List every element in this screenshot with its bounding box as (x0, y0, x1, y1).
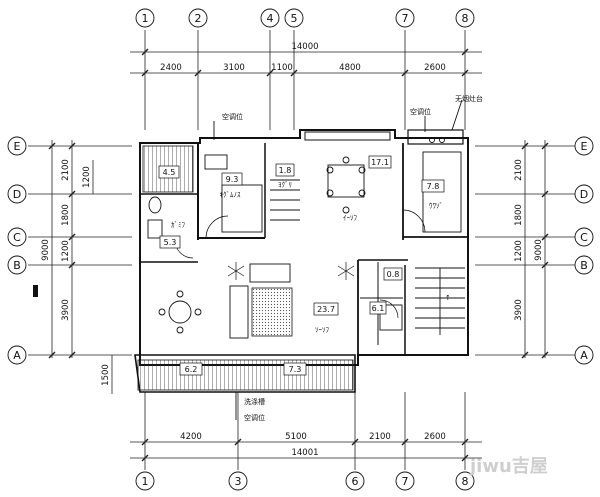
dim-bottom-1: 5100 (285, 432, 307, 442)
room-area-boxes (158, 155, 445, 376)
axis-top-2: 2 (195, 12, 202, 25)
axis-left-C: C (13, 231, 21, 244)
axis-left-A: A (13, 349, 21, 362)
dim-left-total: 9000 (41, 239, 51, 261)
left-marker (33, 285, 38, 297)
stair-arrow: ↑ (445, 294, 451, 302)
callouts: 空调位 空调位 无烟灶台 洗涤槽 空调位 ↑ (222, 94, 483, 422)
furniture (147, 99, 465, 420)
dim-top-2: 1100 (271, 63, 293, 73)
axis-top-4: 4 (267, 12, 274, 25)
axis-bottom-3: 3 (235, 475, 242, 488)
dim-bottom-2: 2100 (369, 432, 391, 442)
dim-right-2: 1200 (514, 240, 524, 262)
area-wc: 6.1 (372, 304, 385, 313)
axis-top-1: 1 (142, 12, 149, 25)
room-name-bedroom: ｷｸﾞﾑﾉｽ (220, 191, 241, 199)
area-kitchen: 7.8 (427, 182, 440, 191)
dim-right-1: 1800 (514, 204, 524, 226)
dim-right-3: 3900 (514, 299, 524, 321)
walls (134, 129, 469, 393)
room-name-dining: ｲｰｿﾌ (343, 214, 357, 222)
dim-left-1: 1800 (61, 204, 71, 226)
area-balcony-left: 6.2 (185, 365, 198, 374)
dim-left-balcony: 1500 (101, 364, 111, 386)
axis-top-5: 5 (291, 12, 298, 25)
dim-left-inner: 1200 (82, 166, 92, 188)
ac-top-right-label: 空调位 (410, 107, 431, 116)
dim-left-2: 1200 (61, 240, 71, 262)
dim-bottom-total: 14001 (291, 448, 318, 458)
axis-bottom-6: 6 (352, 475, 359, 488)
area-living: 23.7 (317, 305, 335, 314)
area-bath: 5.3 (164, 238, 177, 247)
room-areas: 4.5 9.3 1.8 17.1 7.8 5.3 0.8 6.1 23.7 6.… (163, 158, 440, 374)
area-balcony-right: 7.3 (289, 365, 302, 374)
area-stair-small: 1.8 (279, 166, 292, 175)
room-name-living: ｿｰｿﾌ (315, 326, 329, 334)
axis-top-7: 7 (402, 12, 409, 25)
room-name-kitchen: ｳﾜｿﾞ (429, 202, 443, 210)
area-storage: 4.5 (163, 168, 176, 177)
dim-top-4: 2600 (424, 63, 446, 73)
dim-top-3: 4800 (339, 63, 361, 73)
watermark: jiwu吉屋 (469, 455, 548, 477)
axis-right-B: B (580, 259, 588, 272)
dim-left-3: 3900 (61, 299, 71, 321)
axis-left-D: D (13, 188, 21, 201)
ac-top-label: 空调位 (222, 112, 243, 121)
dimension-lines (28, 30, 575, 470)
axis-right-A: A (580, 349, 588, 362)
dim-top-total: 14000 (291, 42, 318, 52)
dim-bottom-3: 2600 (424, 432, 446, 442)
ac-bottom-label: 空调位 (244, 413, 265, 422)
axis-labels: 1 2 4 5 7 8 1 3 6 7 8 E D C B A E D C B … (13, 12, 588, 488)
dim-top-0: 2400 (160, 63, 182, 73)
dim-right-total: 9000 (534, 239, 544, 261)
axis-right-D: D (580, 188, 588, 201)
axis-top-8: 8 (462, 12, 469, 25)
dim-left-0: 2100 (61, 159, 71, 181)
smokeless-stove-label: 无烟灶台 (455, 94, 483, 103)
axis-bottom-8: 8 (462, 475, 469, 488)
axis-right-E: E (581, 140, 588, 153)
room-name-stair: ﾖｸﾞﾘ (278, 181, 292, 189)
area-bedroom: 9.3 (226, 175, 239, 184)
axis-left-E: E (14, 140, 21, 153)
area-closet: 0.8 (387, 270, 400, 279)
dimension-texts: 14000 2400 3100 1100 4800 2600 4200 5100… (41, 42, 544, 458)
dim-top-1: 3100 (223, 63, 245, 73)
axis-bubbles (7, 8, 594, 491)
axis-left-B: B (13, 259, 21, 272)
room-name-bath: ｶﾞﾐﾌ (171, 221, 185, 229)
hatched-areas (137, 145, 354, 391)
dim-bottom-0: 4200 (180, 432, 202, 442)
dim-right-0: 2100 (514, 159, 524, 181)
wash-tank-label: 洗涤槽 (244, 397, 265, 406)
axis-bottom-7: 7 (402, 475, 409, 488)
room-names: ｶﾞﾐﾌ ｷｸﾞﾑﾉｽ ﾖｸﾞﾘ ｲｰｿﾌ ｳﾜｿﾞ ｿｰｿﾌ (171, 181, 443, 334)
axis-right-C: C (580, 231, 588, 244)
axis-bottom-1: 1 (142, 475, 149, 488)
area-dining: 17.1 (371, 158, 389, 167)
